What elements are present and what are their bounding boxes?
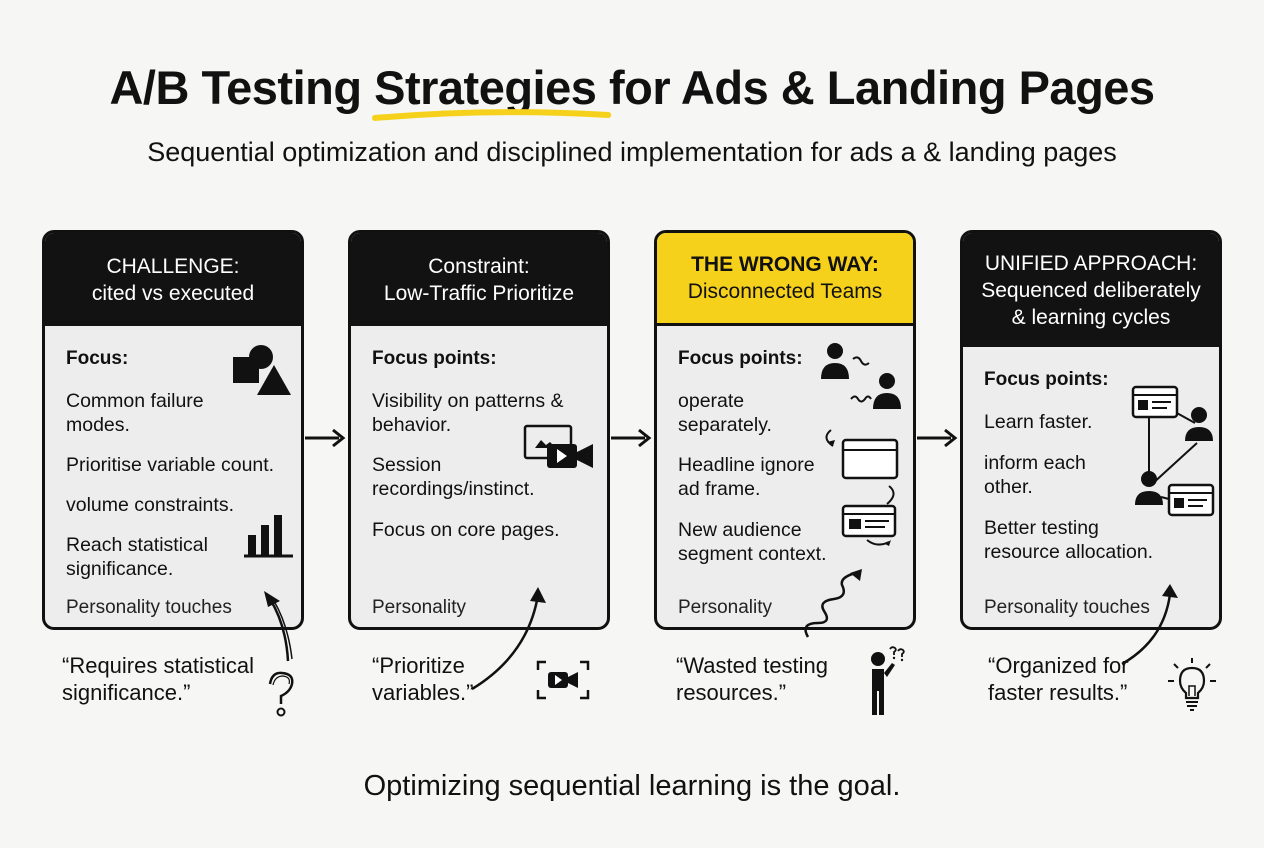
lightbulb-icon bbox=[1168, 658, 1216, 711]
personality-label: Personality touches bbox=[66, 597, 232, 618]
list-item: operate separately. bbox=[678, 390, 772, 436]
list-item: Headline ignore ad frame. bbox=[678, 454, 815, 500]
focus-label: Focus points: bbox=[678, 348, 803, 369]
video-camera-icon bbox=[523, 424, 593, 468]
curved-arrow-icon bbox=[471, 587, 546, 691]
personality-label: Personality bbox=[372, 597, 466, 618]
list-item: volume constraints. bbox=[66, 494, 234, 516]
card-challenge: CHALLENGE: cited vs executed Focus: Comm… bbox=[42, 230, 304, 630]
quote-text: “Requires statistical significance.” bbox=[62, 653, 254, 705]
shapes-icon bbox=[233, 345, 291, 395]
camera-frame-icon bbox=[536, 660, 590, 700]
card-header: THE WRONG WAY: Disconnected Teams bbox=[657, 233, 913, 326]
card-header: Constraint: Low-Traffic Prioritize bbox=[351, 233, 607, 326]
list-item: New audience segment context. bbox=[678, 519, 827, 565]
list-item: Reach statistical significance. bbox=[66, 534, 208, 580]
list-item: Prioritise variable count. bbox=[66, 454, 275, 476]
quote-text: “Organized for faster results.” bbox=[988, 653, 1129, 705]
list-item: Learn faster. bbox=[984, 411, 1093, 433]
card-wrong-way: THE WRONG WAY: Disconnected Teams Focus … bbox=[654, 230, 916, 630]
quote-text: “Wasted testing resources.” bbox=[676, 653, 829, 705]
right-arrow-icon bbox=[611, 428, 652, 448]
question-mark-icon bbox=[268, 671, 294, 717]
footer-tagline: Optimizing sequential learning is the go… bbox=[363, 770, 901, 802]
card-unified-approach: UNIFIED APPROACH: Sequenced deliberately… bbox=[960, 230, 1222, 630]
title-highlight: Strategies bbox=[372, 60, 612, 121]
focus-label: Focus: bbox=[66, 348, 129, 369]
list-item: inform each other. bbox=[984, 452, 1086, 498]
page-title: A/B Testing Strategies for Ads & Landing… bbox=[0, 60, 1264, 121]
right-arrow-icon bbox=[917, 428, 958, 448]
network-icon bbox=[1131, 385, 1215, 517]
card-header: UNIFIED APPROACH: Sequenced deliberately… bbox=[963, 233, 1219, 347]
focus-label: Focus points: bbox=[372, 348, 497, 369]
bar-chart-icon bbox=[244, 515, 293, 558]
curved-arrow-icon bbox=[264, 591, 293, 662]
personality-label: Personality touches bbox=[984, 597, 1150, 618]
personality-label: Personality bbox=[678, 597, 772, 618]
quote-text: “Prioritize variables.” bbox=[372, 653, 474, 705]
people-icon bbox=[821, 343, 901, 409]
list-item: Better testing resource allocation. bbox=[984, 517, 1154, 563]
curved-arrow-icon bbox=[1121, 584, 1178, 666]
list-item: Session recordings/instinct. bbox=[372, 454, 535, 500]
card-header: CHALLENGE: cited vs executed bbox=[45, 233, 301, 326]
browser-window-icon bbox=[825, 429, 899, 546]
list-item: Common failure modes. bbox=[66, 390, 204, 436]
squiggle-arrow-icon bbox=[804, 569, 862, 638]
focus-label: Focus points: bbox=[984, 369, 1109, 390]
list-item: Visibility on patterns & behavior. bbox=[372, 390, 564, 436]
card-constraint: Constraint: Low-Traffic Prioritize Focus… bbox=[348, 230, 610, 630]
list-item: Focus on core pages. bbox=[372, 519, 560, 541]
right-arrow-icon bbox=[305, 428, 346, 448]
subtitle: Sequential optimization and disciplined … bbox=[147, 137, 1117, 167]
underline-stroke-icon bbox=[372, 109, 612, 121]
confused-person-icon bbox=[871, 646, 905, 715]
